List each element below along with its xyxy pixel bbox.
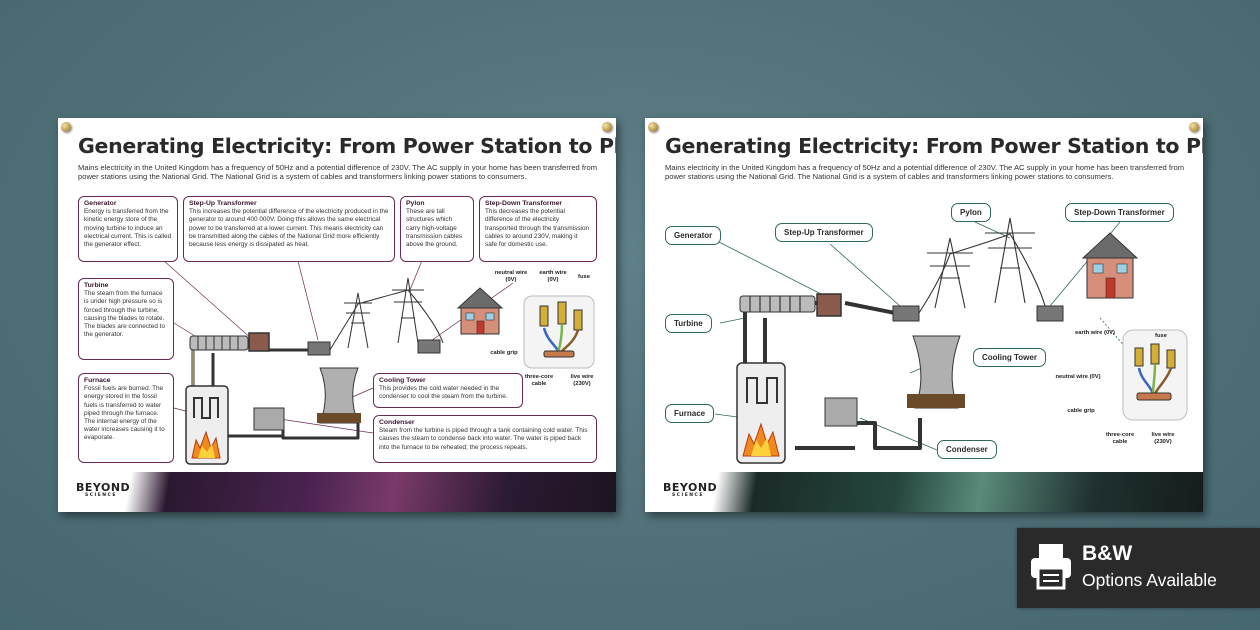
box-title: Furnace (84, 377, 111, 384)
box-text: This decreases the potential difference … (485, 208, 590, 249)
pylon-label: Pylon (951, 203, 991, 222)
banner-subtitle: Options Available (1082, 570, 1217, 590)
logo-text: BEYOND (663, 481, 718, 494)
poster-intro: Mains electricity in the United Kingdom … (665, 163, 1185, 182)
three-core-cable-label: three-core cable (524, 374, 554, 387)
turbine-label: Turbine (665, 314, 712, 333)
live-wire-label: live wire (230V) (1151, 432, 1175, 445)
pylon-box: Pylon These are tall structures which ca… (400, 196, 474, 262)
box-title: Step-Down Transformer (485, 200, 563, 207)
poster-left: Generating Electricity: From Power Stati… (58, 118, 616, 512)
poster-intro: Mains electricity in the United Kingdom … (78, 163, 598, 182)
bw-options-banner: B&W Options Available (1017, 528, 1260, 608)
box-text: The steam from the furnace is under high… (84, 290, 166, 339)
pin-icon (61, 122, 71, 132)
logo-subtext: SCIENCE (672, 493, 704, 498)
box-text: This provides the cold water needed in t… (379, 385, 508, 401)
box-title: Condenser (379, 419, 415, 426)
logo-text: BEYOND (76, 481, 131, 494)
earth-wire-label: earth wire (0V) (539, 270, 567, 283)
poster-footer (645, 472, 1203, 512)
cable-grip-label: cable grip (490, 350, 518, 356)
step-down-label: Step-Down Transformer (1065, 203, 1174, 222)
condenser-label: Condenser (937, 440, 997, 459)
box-title: Pylon (406, 200, 425, 207)
generator-box: Generator Energy is transferred from the… (78, 196, 178, 262)
step-down-box: Step-Down Transformer This decreases the… (479, 196, 597, 262)
neutral-wire-label: neutral wire (0V) (1055, 374, 1101, 380)
condenser-box: Condenser Steam from the turbine is pipe… (373, 415, 597, 463)
furnace-box: Furnace Fossil fuels are burned. The ene… (78, 373, 174, 463)
cooling-tower-box: Cooling Tower This provides the cold wat… (373, 373, 523, 408)
cable-grip-label: cable grip (1067, 408, 1095, 414)
fuse-label: fuse (1155, 333, 1167, 339)
poster-right: Generating Electricity: From Power Stati… (645, 118, 1203, 512)
banner-title: B&W (1082, 542, 1133, 565)
logo-subtext: SCIENCE (85, 493, 117, 498)
box-text: Steam from the turbine is piped through … (379, 427, 588, 451)
step-up-box: Step-Up Transformer This increases the p… (183, 196, 395, 262)
generator-label: Generator (665, 226, 722, 245)
live-wire-label: live wire (230V) (570, 374, 594, 387)
box-title: Step-Up Transformer (189, 200, 257, 207)
poster-footer (58, 472, 616, 512)
neutral-wire-label: neutral wire (0V) (494, 270, 528, 283)
box-text: These are tall structures which carry hi… (406, 208, 463, 249)
box-text: Fossil fuels are burned. The energy stor… (84, 385, 165, 442)
beyond-logo: BEYOND SCIENCE (76, 481, 130, 498)
box-title: Turbine (84, 282, 109, 289)
poster-title: Generating Electricity: From Power Stati… (665, 134, 1203, 158)
box-text: Energy is transferred from the kinetic e… (84, 208, 172, 249)
box-title: Generator (84, 200, 117, 207)
beyond-logo: BEYOND SCIENCE (663, 481, 717, 498)
power-station-diagram (714, 217, 1188, 464)
turbine-box: Turbine The steam from the furnace is un… (78, 278, 174, 360)
box-title: Cooling Tower (379, 377, 426, 384)
box-text: This increases the potential difference … (189, 208, 389, 249)
fuse-label: fuse (578, 274, 590, 280)
printer-icon (1031, 544, 1071, 590)
cooling-tower-label: Cooling Tower (973, 348, 1046, 367)
pin-icon (1189, 122, 1199, 132)
three-core-cable-label: three-core cable (1105, 432, 1135, 445)
pin-icon (648, 122, 658, 132)
house-icon (456, 287, 504, 335)
pin-icon (602, 122, 612, 132)
step-up-label: Step-Up Transformer (775, 223, 873, 242)
power-station-diagram (162, 257, 595, 465)
earth-wire-label: earth wire (0V) (1075, 330, 1115, 336)
poster-title: Generating Electricity: From Power Stati… (78, 134, 616, 158)
house-icon (1081, 232, 1139, 299)
furnace-label: Furnace (665, 404, 715, 423)
